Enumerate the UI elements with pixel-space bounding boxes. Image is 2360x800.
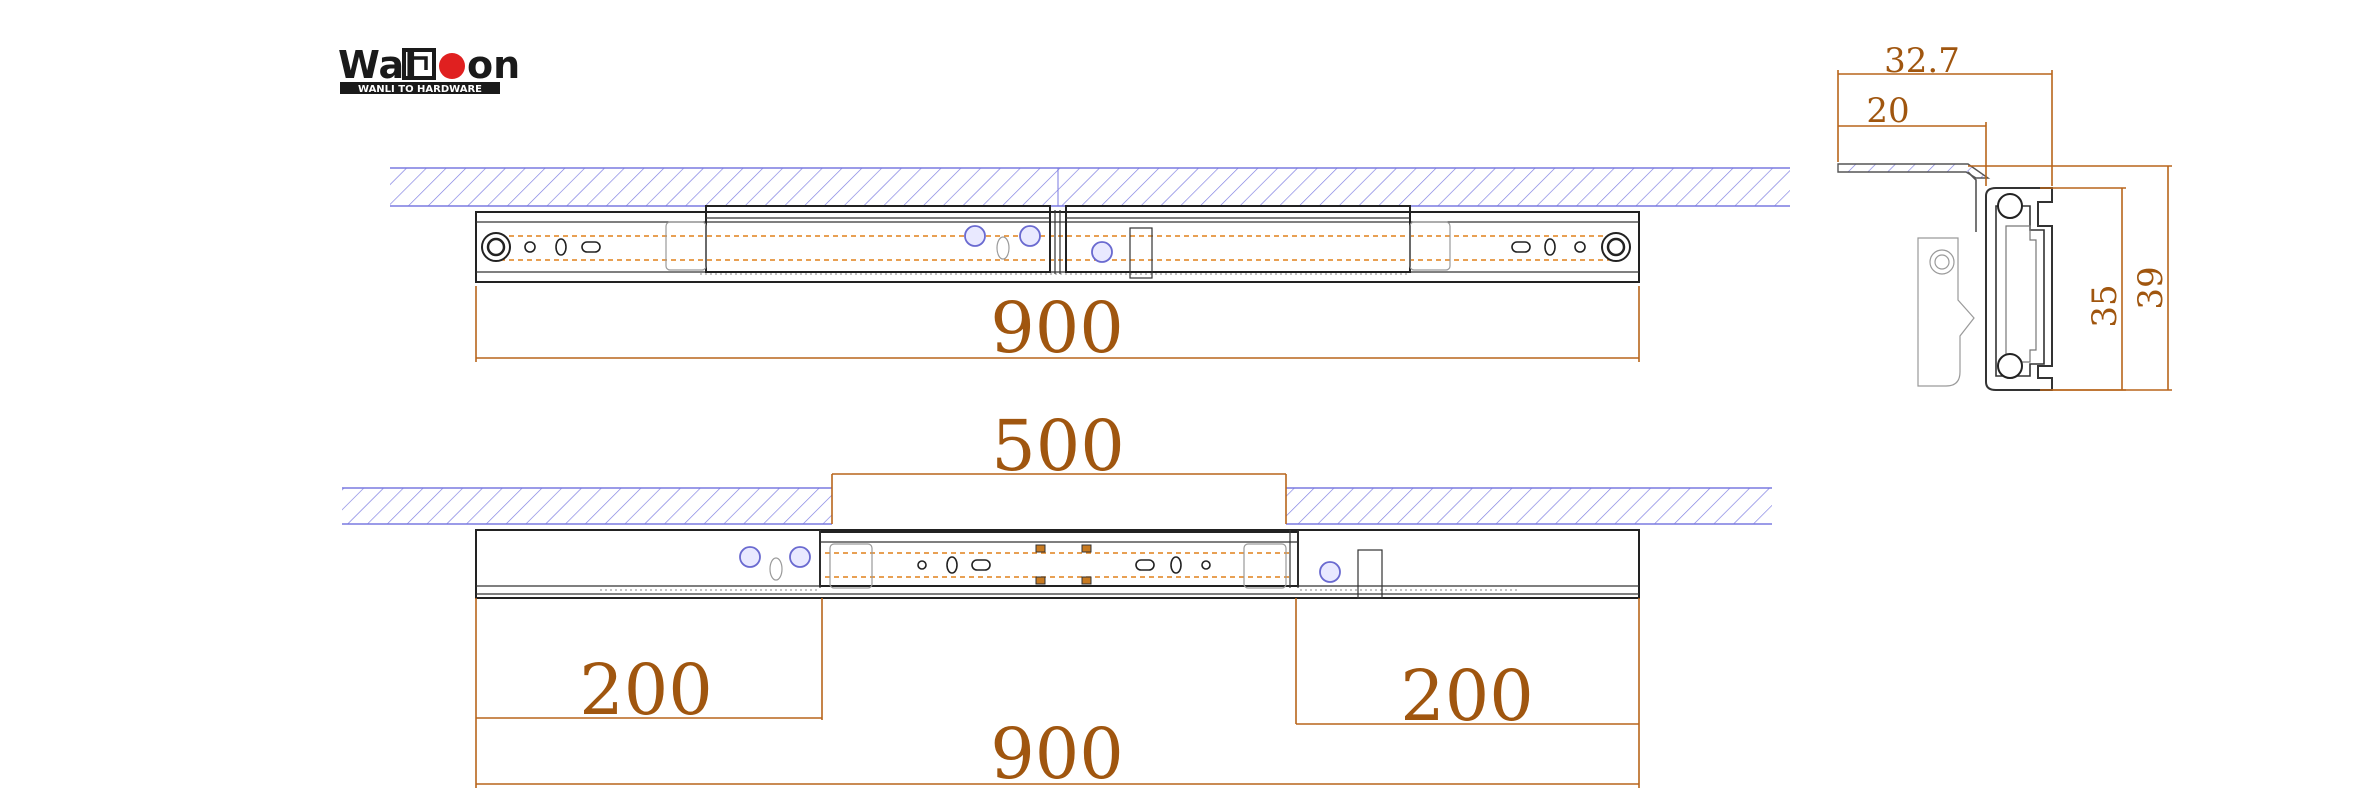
profile-height-outer-dimension: 39 <box>1968 165 2172 391</box>
extended-length-dimension: 900 <box>475 713 1640 795</box>
closed-length-label: 900 <box>990 287 1124 369</box>
closed-rivet-icon <box>964 225 986 247</box>
extended-retainer-right <box>1243 543 1287 589</box>
closed-mount-slot <box>1544 238 1556 256</box>
profile-height-inner-label: 35 <box>2085 284 2125 327</box>
extended-middle-member <box>819 531 1299 587</box>
closed-left-end-screw-icon <box>481 232 511 262</box>
extended-length-label: 900 <box>990 713 1124 795</box>
section-bottom-ball-icon <box>1997 353 2023 379</box>
logo-tagline-bar <box>340 82 500 94</box>
closed-retainer-left <box>665 221 707 271</box>
closed-mount-slot <box>581 241 601 253</box>
extended-stop-block <box>1035 544 1046 553</box>
extended-slide-view: 500 <box>342 405 1772 795</box>
left-overhang-label: 200 <box>579 649 713 731</box>
closed-right-end-screw-icon <box>1601 232 1631 262</box>
profile-height-outer-label: 39 <box>2131 266 2171 309</box>
extension-dimension: 500 <box>831 405 1287 524</box>
profile-width-outer-label: 32.7 <box>1884 41 1960 81</box>
section-mount-bracket <box>1917 237 1975 387</box>
closed-retainer-right <box>1409 221 1451 271</box>
extended-mount-hole <box>917 560 927 570</box>
logo-red-dot-icon <box>439 53 465 79</box>
right-overhang-dimension: 200 <box>1295 598 1640 737</box>
section-flange <box>1837 163 1991 179</box>
closed-inner-member-right <box>1065 205 1411 273</box>
closed-mount-hole <box>524 241 536 253</box>
profile-width-inner-dimension: 20 <box>1838 91 1987 186</box>
closed-rivet-icon <box>1091 241 1113 263</box>
extended-mount-slot <box>946 556 958 574</box>
closed-mount-slot <box>1511 241 1531 253</box>
extended-rivet-icon <box>789 546 811 568</box>
profile-height-inner-dimension: 35 <box>2040 187 2126 391</box>
closed-length-dimension: 900 <box>475 286 1640 369</box>
extended-lever-slot <box>769 557 783 581</box>
closed-disconnect-tab <box>1129 227 1153 279</box>
extended-rivet-icon <box>739 546 761 568</box>
extended-surface-hatch-left <box>342 488 832 524</box>
logo-word-end: on <box>467 43 520 87</box>
extended-stop-block <box>1035 576 1046 585</box>
closed-slide-view: 900 <box>390 167 1790 369</box>
profile-width-outer-dimension: 32.7 <box>1837 41 2053 186</box>
left-overhang-dimension: 200 <box>475 598 823 731</box>
closed-inner-member-left <box>705 205 1051 273</box>
extended-stop-block <box>1081 576 1092 585</box>
closed-rivet-icon <box>1019 225 1041 247</box>
closed-mount-slot <box>555 238 567 256</box>
logo-tagline: WANLI TO HARDWARE <box>358 84 482 95</box>
logo-maze-icon <box>402 48 436 80</box>
extension-label: 500 <box>991 405 1125 487</box>
right-overhang-label: 200 <box>1400 655 1534 737</box>
brand-logo: Wal on WANLI TO HARDWARE <box>338 43 520 95</box>
profile-width-inner-label: 20 <box>1866 91 1909 131</box>
extended-retainer-left <box>829 543 873 589</box>
mounting-surface-hatch <box>390 168 1790 206</box>
section-inner-profile <box>1995 205 2045 377</box>
extended-mount-slot <box>971 559 991 571</box>
extended-disconnect-tab <box>1357 549 1383 599</box>
section-top-ball-icon <box>1997 193 2023 219</box>
section-outer-profile <box>1985 187 2053 391</box>
extended-mount-hole <box>1201 560 1211 570</box>
section-bracket-hole <box>1929 249 1955 275</box>
extended-rail-body <box>475 529 1640 599</box>
extended-surface-hatch-right <box>1286 488 1772 524</box>
closed-mount-hole <box>1574 241 1586 253</box>
extended-rivet-icon <box>1319 561 1341 583</box>
closed-lever-slot <box>996 236 1010 260</box>
cross-section-view: 32.7 20 35 39 <box>1837 41 2172 391</box>
extended-mount-slot <box>1135 559 1155 571</box>
extended-stop-block <box>1081 544 1092 553</box>
extended-mount-slot <box>1170 556 1182 574</box>
closed-outer-rail <box>475 211 1640 283</box>
